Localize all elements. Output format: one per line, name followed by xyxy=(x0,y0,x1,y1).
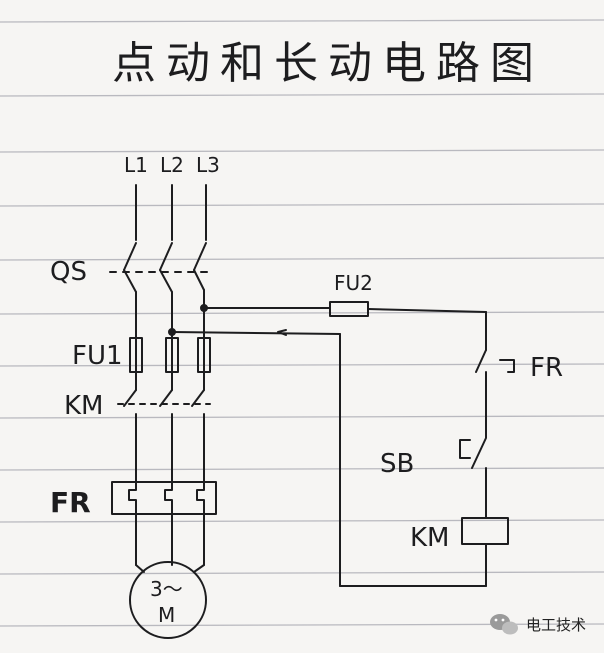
label-fu2: FU2 xyxy=(334,271,373,295)
label-fr-main: FR xyxy=(50,486,91,519)
diagram-title: 点动和长动电路图 xyxy=(112,38,544,89)
label-qs: QS xyxy=(50,257,87,287)
phase-label-l2: L2 xyxy=(160,153,184,177)
fu2-fuse xyxy=(329,301,369,317)
label-km-main: KM xyxy=(64,391,103,421)
km-coil xyxy=(461,517,509,545)
motor-label: M xyxy=(158,603,175,627)
km-main-contacts xyxy=(117,377,211,483)
label-sb: SB xyxy=(380,449,414,479)
phase-label-l3: L3 xyxy=(196,153,220,177)
fu1-fuses xyxy=(129,331,211,379)
phase-wires-incoming xyxy=(135,184,207,241)
label-fu1: FU1 xyxy=(72,341,123,371)
fr-thermal-relay xyxy=(111,481,217,566)
wechat-icon xyxy=(490,614,518,635)
watermark: 电工技术 xyxy=(490,614,586,635)
motor-phase-label: 3～ xyxy=(150,577,183,601)
watermark-text: 电工技术 xyxy=(526,616,586,634)
phase-label-l1: L1 xyxy=(124,153,148,177)
label-fr-control: FR xyxy=(530,353,563,383)
control-circuit xyxy=(168,301,515,587)
fr-nc-contact xyxy=(475,349,487,387)
sb-pushbutton xyxy=(471,419,487,519)
ruled-lines xyxy=(0,19,604,627)
qs-switch xyxy=(109,242,213,293)
motor xyxy=(129,561,207,639)
label-km-coil: KM xyxy=(410,523,449,553)
